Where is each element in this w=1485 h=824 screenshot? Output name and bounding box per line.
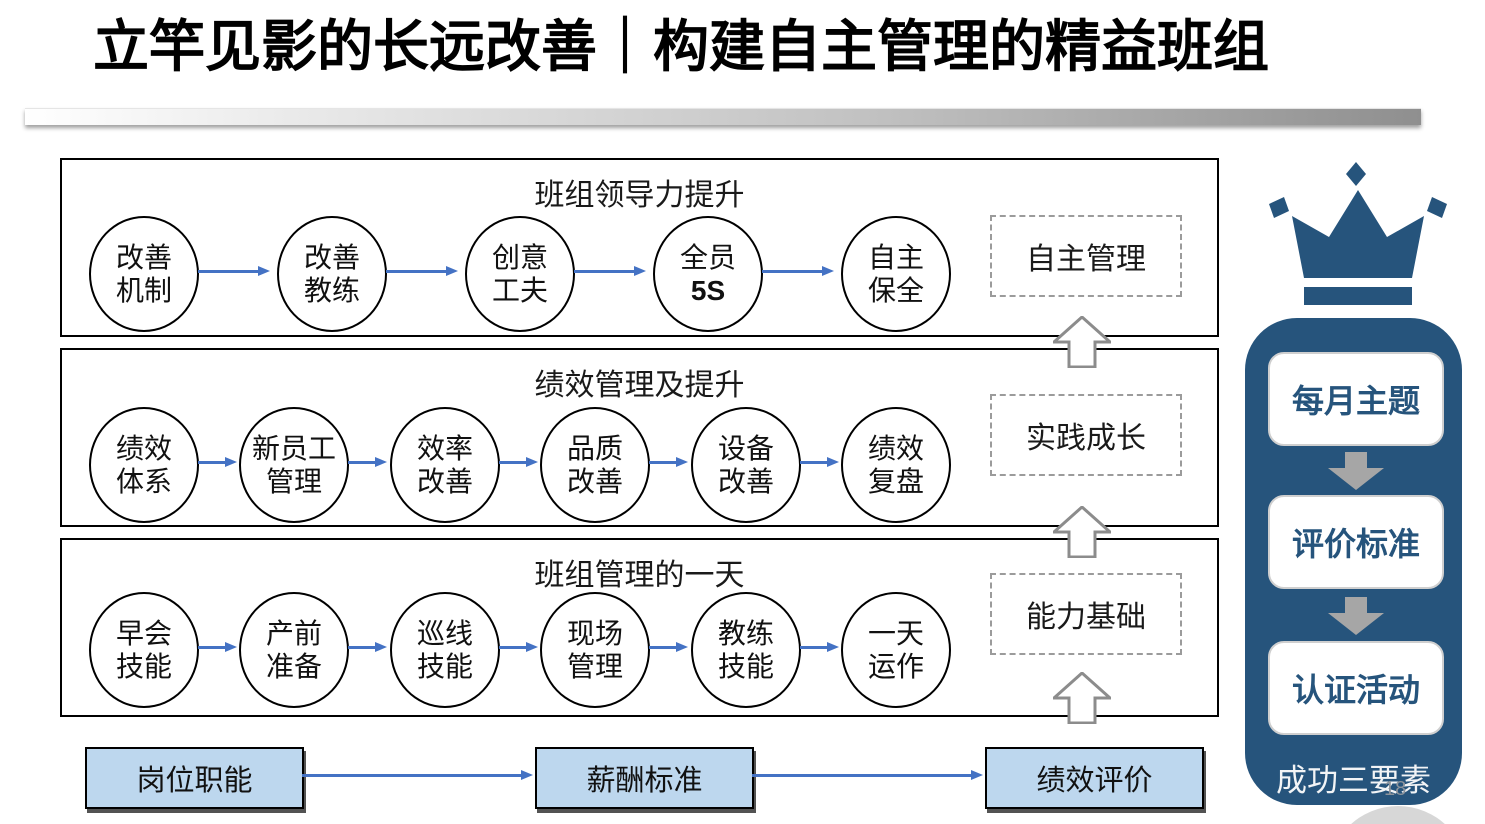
- page-title: 立竿见影的长远改善｜构建自主管理的精益班组: [93, 15, 1269, 78]
- foundation-box: 岗位职能: [85, 747, 304, 809]
- level-title: 绩效管理及提升: [534, 369, 745, 402]
- flow-arrow: [800, 642, 839, 652]
- up-arrow-icon: [1053, 316, 1111, 368]
- decor-circle: [1328, 806, 1468, 824]
- stage-tag: 能力基础: [990, 573, 1182, 655]
- flow-arrow: [198, 266, 270, 276]
- process-circle: 绩效复盘: [841, 407, 951, 523]
- flow-arrow: [348, 642, 387, 652]
- process-circle: 早会技能: [89, 592, 199, 708]
- process-circle: 改善教练: [277, 216, 387, 332]
- process-circle: 一天运作: [841, 592, 951, 708]
- title-divider-bar: [25, 108, 1421, 125]
- down-arrow-icon: [1328, 452, 1384, 490]
- flow-arrow: [302, 770, 533, 780]
- flow-arrow: [348, 457, 387, 467]
- up-arrow-icon: [1053, 672, 1111, 724]
- success-step: 每月主题: [1268, 352, 1444, 446]
- flow-arrow: [499, 642, 538, 652]
- process-circle: 绩效体系: [89, 407, 199, 523]
- process-circle: 新员工管理: [239, 407, 349, 523]
- down-arrow-icon: [1328, 597, 1384, 635]
- process-circle: 巡线技能: [390, 592, 500, 708]
- success-step: 认证活动: [1268, 641, 1444, 735]
- stage-tag: 实践成长: [990, 394, 1182, 476]
- process-circle: 品质改善: [540, 407, 650, 523]
- process-circle: 教练技能: [691, 592, 801, 708]
- level-box-performance: 绩效管理及提升 绩效体系 新员工管理 效率改善 品质改善 设备改善 绩效复盘 实…: [60, 348, 1219, 527]
- flow-arrow: [762, 266, 834, 276]
- flow-arrow: [386, 266, 458, 276]
- flow-arrow: [752, 770, 983, 780]
- foundation-box: 薪酬标准: [535, 747, 754, 809]
- flow-arrow: [198, 457, 237, 467]
- flow-arrow: [649, 457, 688, 467]
- process-circle: 自主保全: [841, 216, 951, 332]
- flow-arrow: [800, 457, 839, 467]
- level-title: 班组管理的一天: [534, 559, 745, 592]
- process-circle: 效率改善: [390, 407, 500, 523]
- crown-icon: [1269, 162, 1447, 305]
- panel-caption: 成功三要素: [1276, 763, 1431, 798]
- process-circle: 产前准备: [239, 592, 349, 708]
- success-factors-panel: 每月主题 评价标准 认证活动 成功三要素: [1245, 318, 1462, 805]
- process-circle: 现场管理: [540, 592, 650, 708]
- up-arrow-icon: [1053, 506, 1111, 558]
- stage-tag: 自主管理: [990, 215, 1182, 297]
- page-number: 18: [1384, 778, 1407, 800]
- level-title: 班组领导力提升: [534, 179, 745, 212]
- success-step: 评价标准: [1268, 495, 1444, 589]
- process-circle: 创意工夫: [465, 216, 575, 332]
- level-box-daily: 班组管理的一天 早会技能 产前准备 巡线技能 现场管理 教练技能 一天运作 能力…: [60, 538, 1219, 717]
- flow-arrow: [198, 642, 237, 652]
- process-circle: 设备改善: [691, 407, 801, 523]
- flow-arrow: [499, 457, 538, 467]
- foundation-box: 绩效评价: [985, 747, 1204, 809]
- flow-arrow: [649, 642, 688, 652]
- flow-arrow: [574, 266, 646, 276]
- process-circle: 改善机制: [89, 216, 199, 332]
